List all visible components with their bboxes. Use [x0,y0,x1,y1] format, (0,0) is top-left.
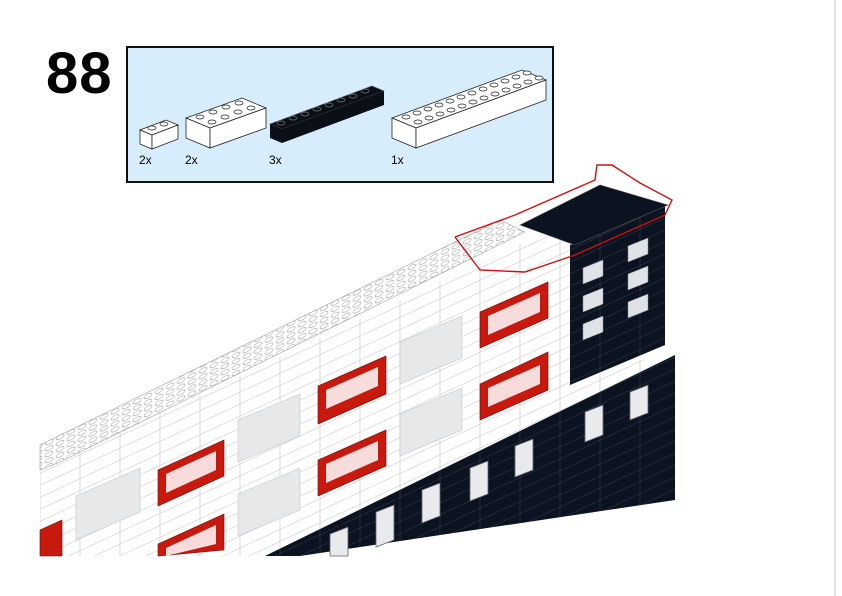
part-quantity: 2x [139,153,152,167]
part-quantity: 2x [185,153,198,167]
tower-top [519,184,669,246]
part-brick-1x8-black [269,85,385,143]
dark-band [265,355,675,556]
page-edge [834,0,836,596]
wall-top-studs [39,219,526,471]
part-brick-2x12-white [390,69,548,149]
part-brick-1x2-white [138,119,180,150]
part-brick-2x4-white [184,97,268,149]
step-number: 88 [46,41,113,106]
parts-callout: 2x 2x 3x 1x [126,46,554,183]
new-parts-outline [454,164,673,273]
part-quantity: 1x [391,153,404,167]
part-quantity: 3x [269,153,282,167]
